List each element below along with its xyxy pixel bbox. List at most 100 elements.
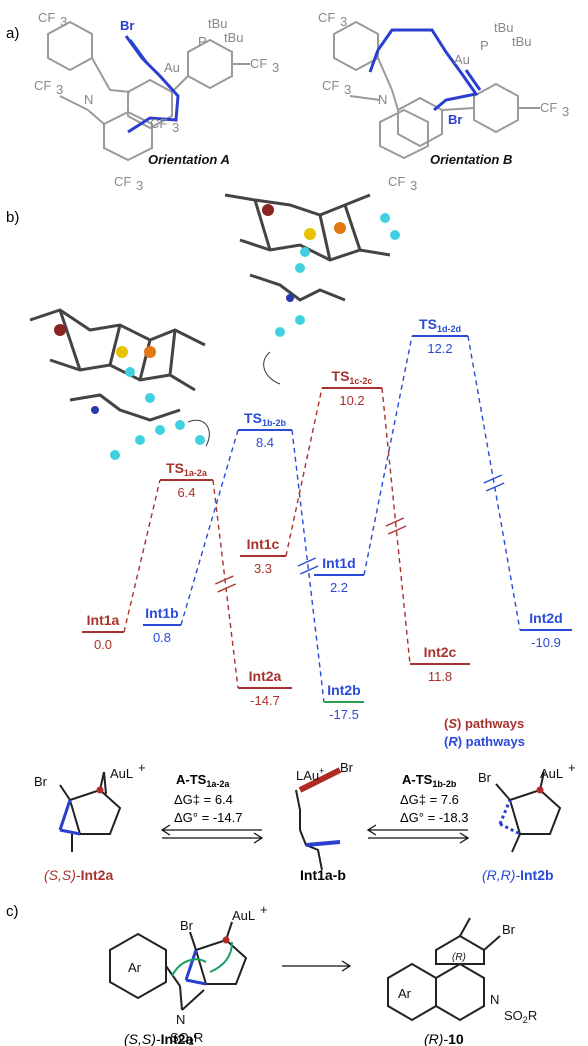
orientation-a-label: Orientation A bbox=[148, 152, 230, 167]
aul-label: AuL bbox=[232, 908, 255, 923]
equilibrium-scheme: Br AuL + (S,S)-Int2a A-TS1a-2a ΔG‡ = 6.4… bbox=[34, 760, 576, 883]
gold-label: Au bbox=[164, 60, 180, 75]
phosphorus-label: P bbox=[198, 34, 207, 49]
aul-label: AuL bbox=[110, 766, 133, 781]
int2a-prime-structure bbox=[109, 921, 248, 1011]
rr-int2b-label: (R,R)-Int2b bbox=[482, 867, 554, 883]
cf3-label: CF bbox=[34, 78, 51, 93]
profile-connector bbox=[212, 479, 239, 689]
so2r-label: SO2R bbox=[170, 1030, 203, 1046]
energy-profile-labels: Int1a0.0Int1b0.8TS1a-2a6.4TS1b-2b8.4Int1… bbox=[87, 316, 563, 722]
ts-left-label: A-TS1a-2a bbox=[176, 772, 230, 789]
level-value-TS1d2d: 12.2 bbox=[427, 341, 452, 356]
bromine-label: Br bbox=[34, 774, 48, 789]
r-pathways-legend: (R) pathways bbox=[444, 734, 525, 749]
panel-a-label: a) bbox=[6, 25, 19, 42]
level-value-TS1a2a: 6.4 bbox=[177, 485, 195, 500]
cf3-label: CF bbox=[114, 174, 131, 189]
tbu-label: tBu bbox=[224, 30, 244, 45]
cf3-subscript: 3 bbox=[56, 82, 63, 97]
s-pathways-legend: (S) pathways bbox=[444, 716, 524, 731]
cf3-label: CF bbox=[250, 56, 267, 71]
aryl-label: Ar bbox=[398, 986, 412, 1001]
profile-connector bbox=[123, 479, 161, 633]
ts-left-activation: ΔG‡ = 6.4 bbox=[174, 792, 233, 807]
level-label-TS1d2d: TS1d-2d bbox=[419, 316, 461, 334]
level-value-TS1b2b: 8.4 bbox=[256, 435, 274, 450]
level-value-Int1d: 2.2 bbox=[330, 580, 348, 595]
cf3-subscript: 3 bbox=[136, 178, 143, 193]
axis-break-mark bbox=[215, 575, 234, 585]
profile-connector bbox=[180, 429, 239, 626]
gold-label: Au bbox=[454, 52, 470, 67]
bromine-label: Br bbox=[120, 18, 134, 33]
energy-profile bbox=[82, 335, 572, 703]
level-value-Int1c: 3.3 bbox=[254, 561, 272, 576]
orientation-a-structure bbox=[47, 20, 250, 162]
bromine-label: Br bbox=[478, 770, 492, 785]
ts-right-reaction: ΔG° = -18.3 bbox=[400, 810, 468, 825]
ts-right-activation: ΔG‡ = 7.6 bbox=[400, 792, 459, 807]
cf3-subscript: 3 bbox=[172, 120, 179, 135]
ss-int2a-label: (S,S)-Int2a bbox=[44, 867, 113, 883]
pathway-legend: (S) pathways (R) pathways bbox=[444, 716, 525, 749]
int1a-b-label: Int1a-b bbox=[300, 867, 346, 883]
lau-label: LAu+ bbox=[296, 766, 324, 783]
level-value-Int1a: 0.0 bbox=[94, 637, 112, 652]
level-label-Int1c: Int1c bbox=[247, 536, 280, 552]
axis-break-mark bbox=[483, 474, 503, 484]
axis-break-mark bbox=[299, 565, 319, 575]
bromine-label: Br bbox=[180, 918, 194, 933]
stereocenter-tag: (R) bbox=[452, 952, 466, 963]
axis-break-mark bbox=[485, 482, 505, 492]
aul-charge: + bbox=[260, 902, 268, 917]
tbu-label: tBu bbox=[208, 16, 228, 31]
level-label-Int2c: Int2c bbox=[424, 644, 457, 660]
profile-connector bbox=[291, 429, 325, 703]
panel-c-label: c) bbox=[6, 903, 19, 920]
cf3-subscript: 3 bbox=[410, 178, 417, 193]
level-label-TS1c2c: TS1c-2c bbox=[332, 368, 373, 386]
level-label-Int2a: Int2a bbox=[249, 668, 282, 684]
orientation-b-label: Orientation B bbox=[430, 152, 512, 167]
axis-break-mark bbox=[297, 557, 317, 567]
tbu-label: tBu bbox=[494, 20, 514, 35]
ts-1b-2b-3d-structure bbox=[224, 193, 400, 385]
axis-break-mark bbox=[385, 517, 405, 527]
level-label-Int1d: Int1d bbox=[322, 555, 355, 571]
profile-connector bbox=[285, 387, 323, 557]
cf3-subscript: 3 bbox=[344, 82, 351, 97]
level-label-Int1b: Int1b bbox=[145, 605, 178, 621]
axis-break-mark bbox=[387, 525, 407, 535]
profile-connector bbox=[363, 335, 413, 576]
cf3-subscript: 3 bbox=[562, 104, 569, 119]
panel-b-label: b) bbox=[6, 209, 19, 226]
ts-left-reaction: ΔG° = -14.7 bbox=[174, 810, 242, 825]
nitrogen-label: N bbox=[490, 992, 499, 1007]
level-value-Int2d: -10.9 bbox=[531, 635, 561, 650]
ss-int2a-prime-caption: (S,S)-Int2a' bbox=[124, 1031, 197, 1046]
cf3-label: CF bbox=[388, 174, 405, 189]
aul-label: AuL bbox=[540, 766, 563, 781]
level-value-Int1b: 0.8 bbox=[153, 630, 171, 645]
profile-connector bbox=[381, 387, 411, 665]
nitrogen-label: N bbox=[378, 92, 387, 107]
product-10-caption: (R)-10 bbox=[424, 1031, 464, 1046]
nitrogen-label: N bbox=[176, 1012, 185, 1027]
level-value-Int2c: 11.8 bbox=[428, 669, 452, 684]
cf3-label: CF bbox=[540, 100, 557, 115]
level-value-TS1c2c: 10.2 bbox=[339, 393, 364, 408]
phosphorus-label: P bbox=[480, 38, 489, 53]
level-label-Int1a: Int1a bbox=[87, 612, 120, 628]
bromine-label: Br bbox=[502, 922, 516, 937]
nitrogen-label: N bbox=[84, 92, 93, 107]
level-label-TS1b2b: TS1b-2b bbox=[244, 410, 286, 428]
level-label-Int2d: Int2d bbox=[529, 610, 562, 626]
reaction-arrowhead bbox=[341, 960, 352, 972]
product-10-structure bbox=[387, 917, 501, 1022]
aryl-label: Ar bbox=[128, 960, 142, 975]
profile-connector bbox=[467, 335, 521, 631]
bromine-label: Br bbox=[340, 760, 354, 775]
cf3-label: CF bbox=[322, 78, 339, 93]
cf3-subscript: 3 bbox=[60, 14, 67, 29]
